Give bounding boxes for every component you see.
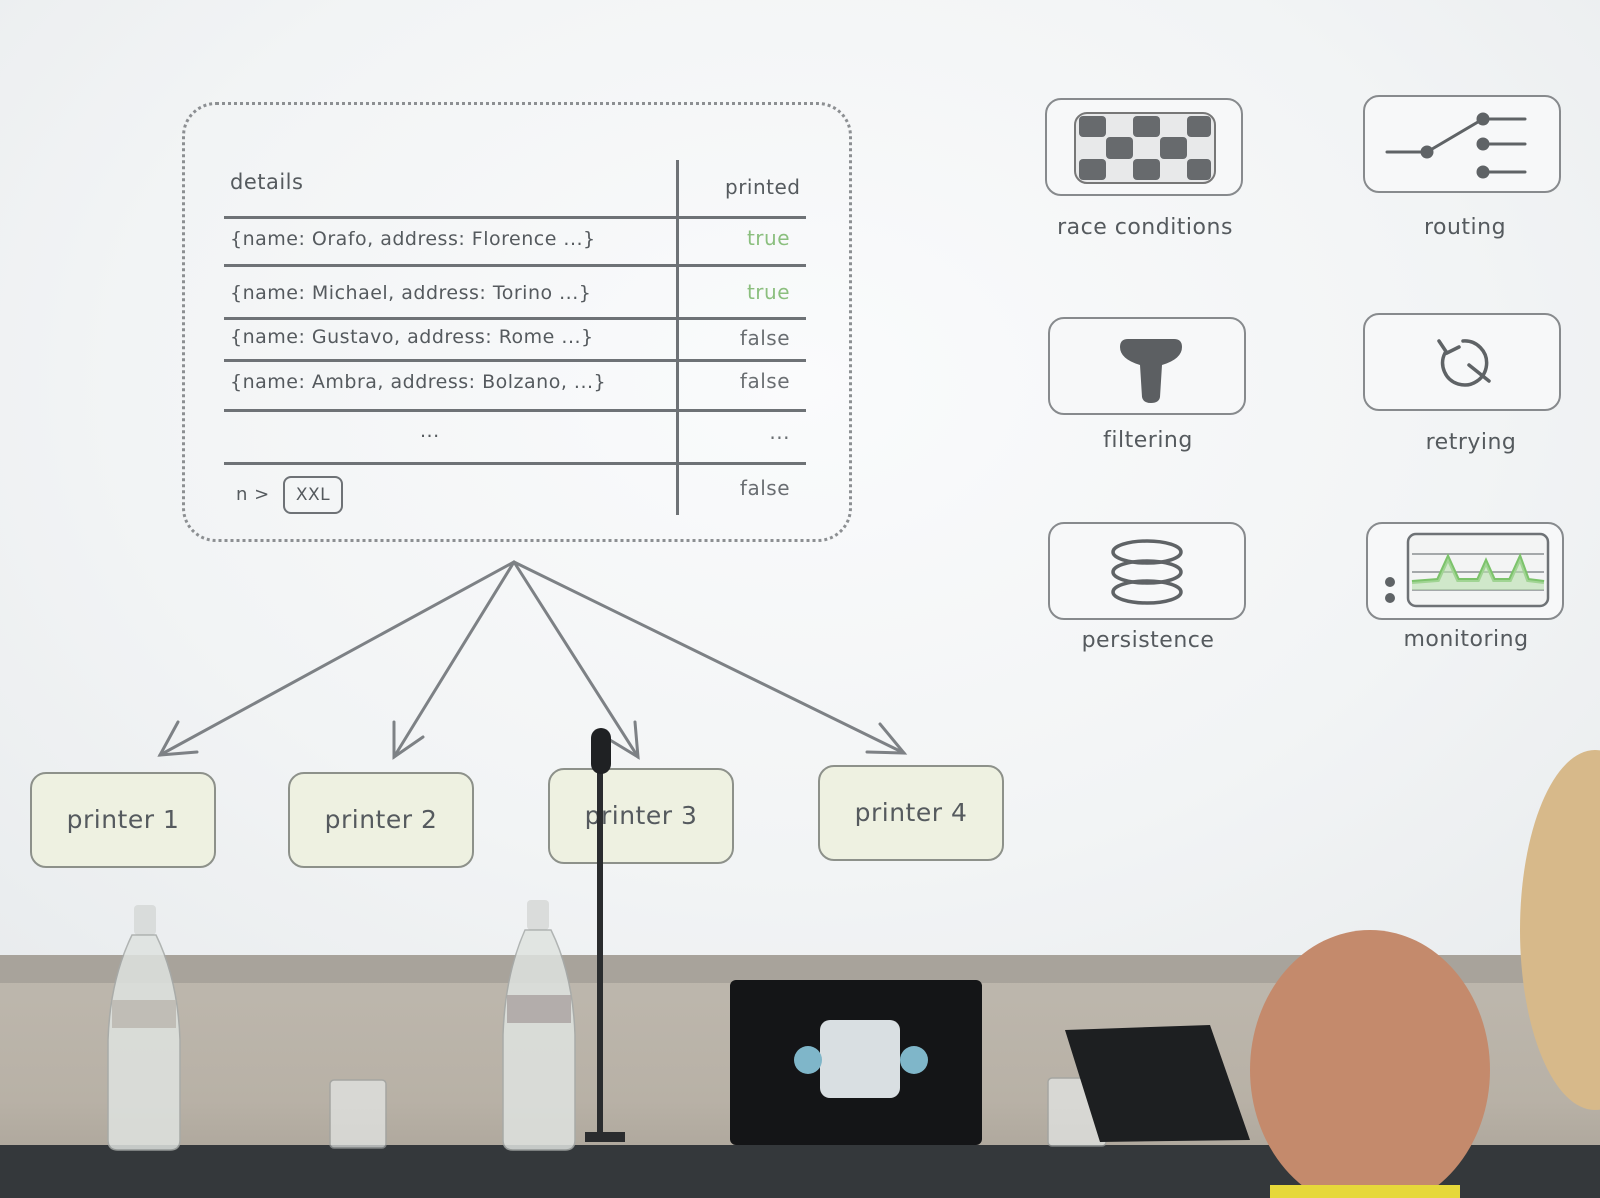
audience-head-blond bbox=[1520, 750, 1600, 1110]
lanyard bbox=[1270, 1185, 1460, 1198]
arrow-to-printer-3 bbox=[512, 560, 640, 759]
water-bottle-middle bbox=[502, 900, 576, 1151]
table-row-details: {name: Gustavo, address: Rome ...} bbox=[230, 326, 594, 348]
monitoring-card bbox=[1366, 522, 1564, 620]
arrowhead-4 bbox=[865, 722, 908, 755]
table-row-details: {name: Orafo, address: Florence ...} bbox=[230, 228, 596, 250]
tablet bbox=[1065, 1025, 1250, 1142]
monitoring-label: monitoring bbox=[1403, 627, 1529, 652]
printer-box-3: printer 3 bbox=[548, 768, 734, 864]
footer-printed: false bbox=[739, 476, 790, 500]
column-divider bbox=[676, 160, 679, 515]
routing-label: routing bbox=[1423, 215, 1507, 240]
table-row-details: {name: Michael, address: Torino ...} bbox=[230, 282, 592, 304]
row-separator bbox=[224, 216, 806, 219]
row-separator bbox=[224, 359, 806, 362]
arrowhead-2 bbox=[392, 720, 425, 760]
filtering-label: filtering bbox=[1103, 428, 1193, 453]
race-conditions-label: race conditions bbox=[1057, 215, 1233, 240]
laptop bbox=[730, 980, 982, 1145]
fanout-arrows bbox=[157, 560, 908, 760]
checkerboard-icon bbox=[1074, 112, 1216, 184]
row-separator bbox=[224, 317, 806, 320]
printer-box-1: printer 1 bbox=[30, 772, 216, 868]
table-row-printed: true bbox=[746, 280, 790, 304]
table-row-ellipsis-printed: ... bbox=[769, 420, 790, 444]
funnel-icon bbox=[1120, 339, 1182, 403]
row-separator bbox=[224, 264, 806, 267]
arrow-to-printer-1 bbox=[158, 560, 516, 757]
arrow-to-printer-4 bbox=[512, 560, 906, 755]
column-header-details: details bbox=[230, 170, 304, 194]
table-row-details: {name: Ambra, address: Bolzano, ...} bbox=[230, 371, 607, 393]
table-container bbox=[182, 102, 852, 542]
water-bottle-left bbox=[107, 905, 181, 1151]
arrowhead-1 bbox=[157, 720, 199, 757]
row-separator bbox=[224, 409, 806, 412]
printer-box-2: printer 2 bbox=[288, 772, 474, 868]
filtering-card bbox=[1048, 317, 1246, 415]
printer-box-4: printer 4 bbox=[818, 765, 1004, 861]
footer-prefix: n > bbox=[236, 484, 270, 505]
retrying-card bbox=[1363, 313, 1561, 411]
database-icon bbox=[1111, 539, 1183, 605]
screen-ledge bbox=[0, 955, 1530, 983]
table-row-printed: true bbox=[746, 226, 790, 250]
glass-left bbox=[329, 1079, 387, 1149]
row-separator bbox=[224, 462, 806, 465]
persistence-card bbox=[1048, 522, 1246, 620]
monitor-chart-icon bbox=[1385, 532, 1550, 608]
table-row-printed: false bbox=[739, 326, 790, 350]
microphone bbox=[585, 728, 625, 1142]
arrow-to-printer-2 bbox=[392, 560, 516, 759]
retrying-label: retrying bbox=[1425, 430, 1517, 455]
audience-head-bald bbox=[1250, 930, 1490, 1198]
persistence-label: persistence bbox=[1081, 628, 1215, 653]
xxl-box: XXL bbox=[283, 476, 343, 514]
table-row-ellipsis: ... bbox=[420, 420, 440, 442]
table-row-printed: false bbox=[739, 369, 790, 393]
switch-icon bbox=[1385, 112, 1527, 179]
retry-icon bbox=[1437, 339, 1491, 387]
projection-screen bbox=[0, 0, 1600, 955]
arrowhead-3 bbox=[608, 720, 640, 760]
routing-card bbox=[1363, 95, 1561, 193]
race-conditions-card bbox=[1045, 98, 1243, 196]
column-header-printed: printed bbox=[725, 175, 801, 199]
